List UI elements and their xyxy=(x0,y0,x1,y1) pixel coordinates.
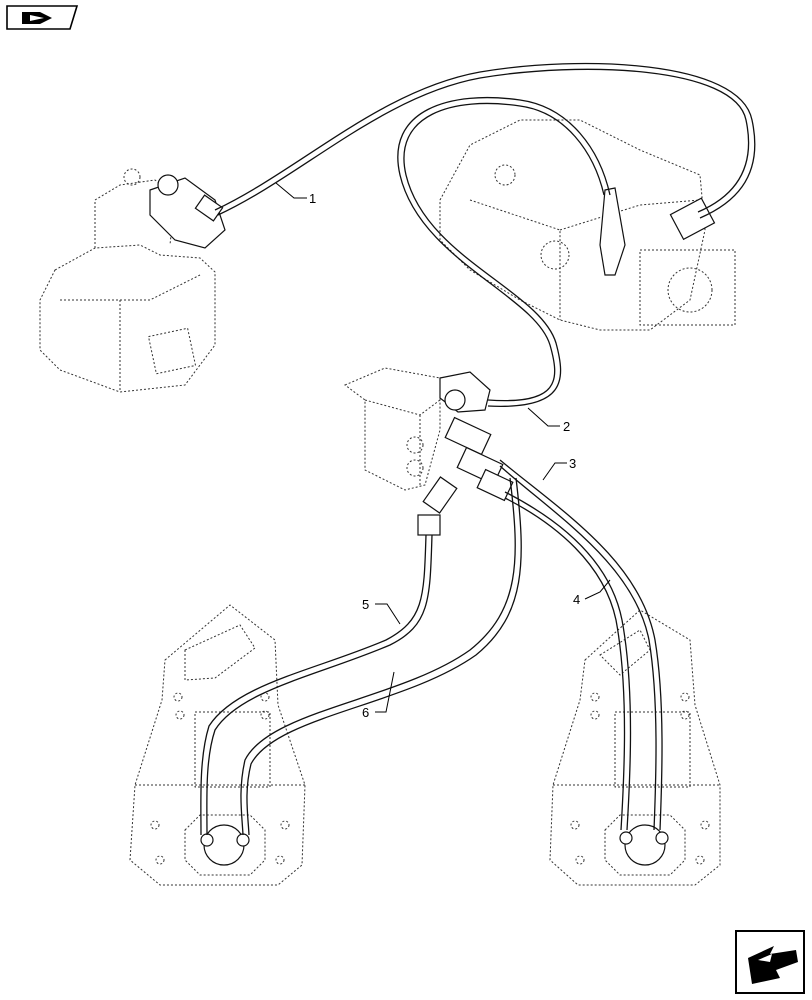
next-page-arrow-icon[interactable] xyxy=(735,930,805,994)
hose-1 xyxy=(214,62,756,219)
callout-5: 5 xyxy=(362,597,369,612)
callout-2: 2 xyxy=(563,419,570,434)
callout-leader-4 xyxy=(584,579,611,600)
callout-leader-6 xyxy=(375,671,395,713)
hydraulic-tank xyxy=(39,168,226,393)
left-mounting-bracket xyxy=(129,604,306,886)
callout-4: 4 xyxy=(573,592,580,607)
right-mounting-bracket xyxy=(549,609,721,886)
catalog-book-icon[interactable] xyxy=(6,5,79,30)
callout-1: 1 xyxy=(309,191,316,206)
valve-block xyxy=(344,367,514,536)
callout-leader-5 xyxy=(375,603,401,625)
callout-3: 3 xyxy=(569,456,576,471)
hose-2 xyxy=(397,96,611,407)
hose-6 xyxy=(240,477,522,836)
hose-5 xyxy=(200,534,433,836)
callout-leader-3 xyxy=(542,462,567,481)
callout-6: 6 xyxy=(362,705,369,720)
hose-3 xyxy=(499,459,663,831)
hydraulic-pump-assembly xyxy=(439,119,736,331)
callout-leader-2 xyxy=(527,407,560,427)
hose-4 xyxy=(504,491,632,831)
callout-leader-1 xyxy=(275,182,307,199)
